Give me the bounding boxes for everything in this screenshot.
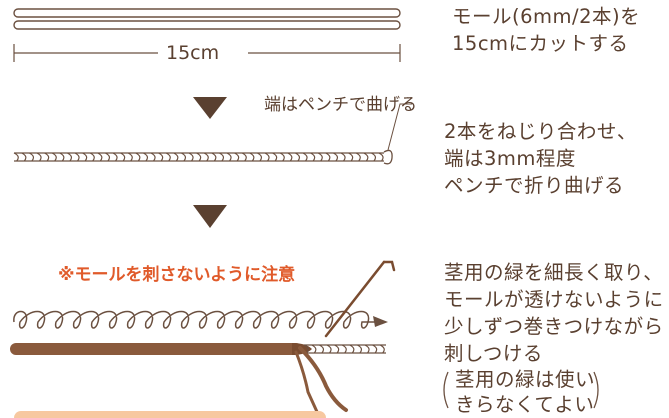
measurement-line xyxy=(13,44,401,62)
coil-arrowhead xyxy=(373,316,388,327)
step2-line-3: ペンチで折り曲げる xyxy=(444,174,625,197)
down-arrow-2 xyxy=(193,205,227,228)
pipe-cleaners-pair xyxy=(13,8,401,30)
note-line-2: きらなくてよい xyxy=(455,393,595,416)
step2-line-2: 端は3mm程度 xyxy=(444,147,576,170)
note-bracket-left xyxy=(443,371,449,409)
step3-line-4: 刺しつける xyxy=(444,342,543,365)
needle xyxy=(324,260,396,338)
callout-leader xyxy=(387,103,412,151)
step1-line-1: モール(6mm/2本)を xyxy=(452,5,641,28)
step1-line-2: 15cmにカットする xyxy=(452,32,629,55)
pipe-cleaner-2 xyxy=(13,20,401,30)
callout-text: 端はペンチで曲げる xyxy=(264,95,417,115)
wrapping-coil xyxy=(13,310,378,329)
step2-line-1: 2本をねじり合わせ、 xyxy=(444,120,637,143)
warning-text: ※モールを刺さないように注意 xyxy=(58,265,296,285)
note-bracket-right xyxy=(593,371,599,409)
twisted-pipe-cleaner xyxy=(13,149,393,165)
measure-label: 15cm xyxy=(166,42,220,64)
step3-line-2: モールが透けないように xyxy=(444,288,664,311)
step3-line-1: 茎用の緑を細長く取り、 xyxy=(444,261,664,284)
stem-bar xyxy=(10,343,386,416)
bottom-bar xyxy=(14,411,326,418)
note-line-1: 茎用の緑は使い xyxy=(455,368,596,391)
down-arrow-1 xyxy=(193,97,227,119)
step3-line-3: 少しずつ巻きつけながら xyxy=(444,315,664,338)
pipe-cleaner-1 xyxy=(13,8,401,18)
